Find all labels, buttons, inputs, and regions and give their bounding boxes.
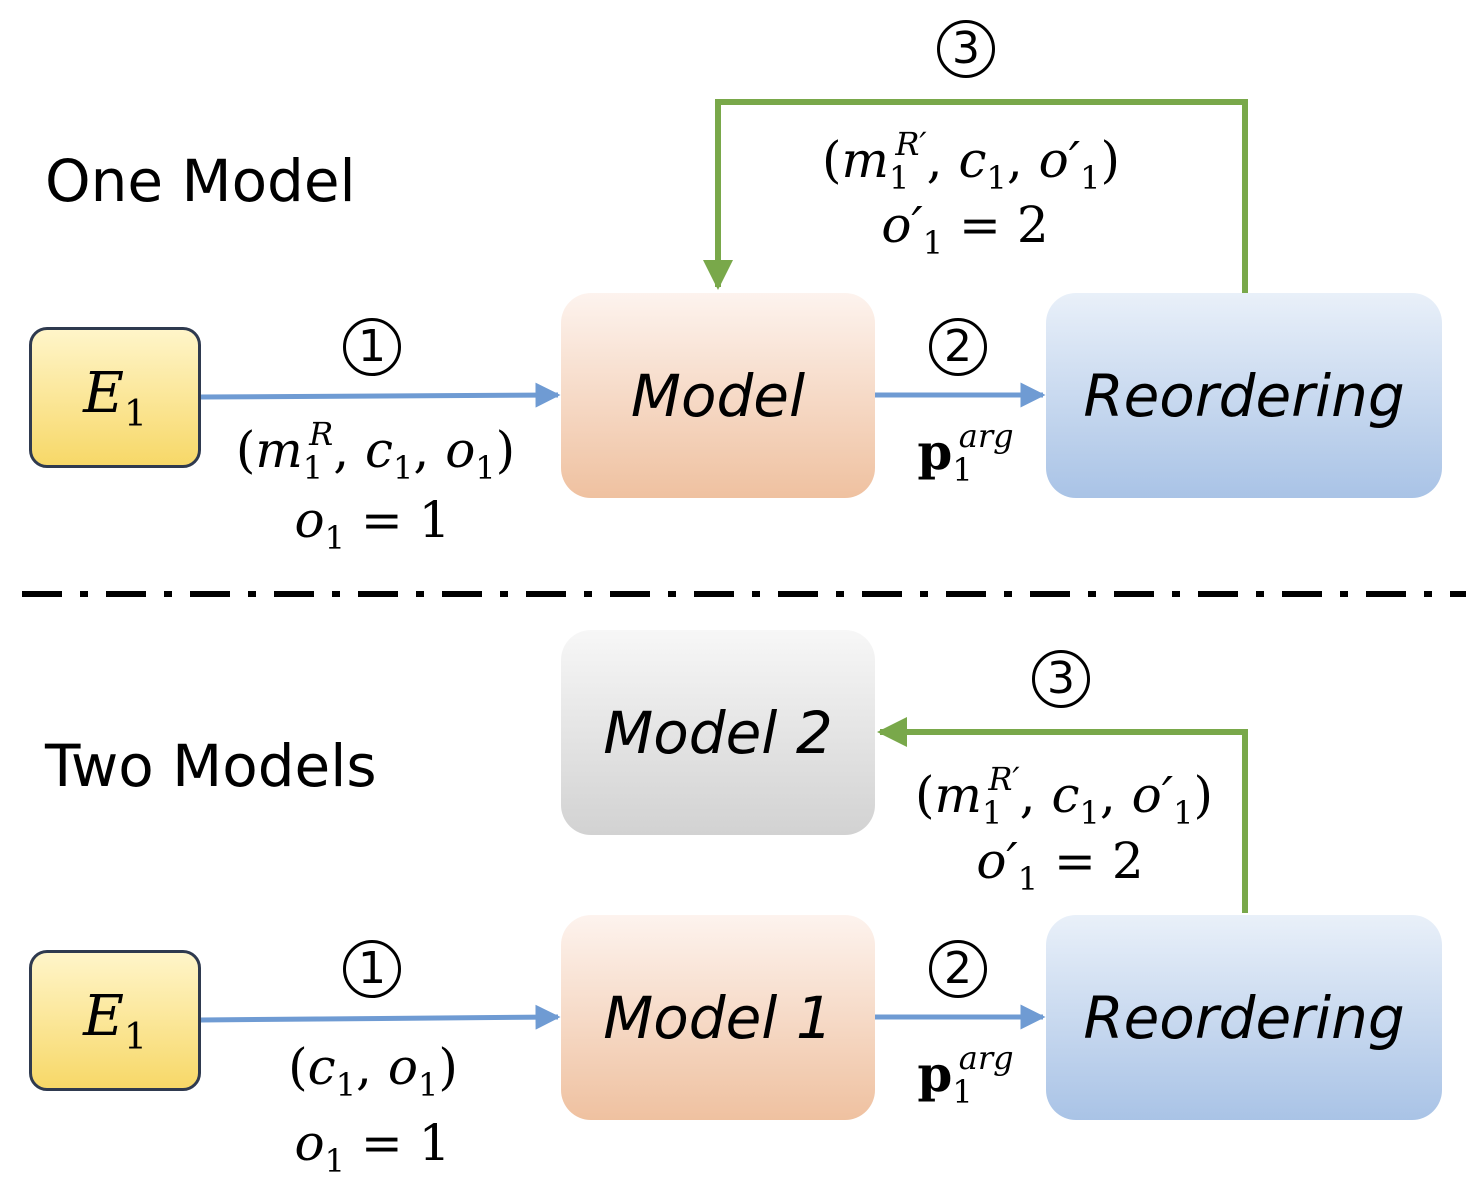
feedback-arrow-reordering-to-model2	[877, 717, 1248, 913]
entity-label-bottom: E1	[83, 983, 147, 1058]
step-1-badge-bottom: 1	[343, 940, 401, 998]
step-2-badge: 2	[929, 318, 987, 376]
arrow-e1-to-model1	[199, 1004, 561, 1030]
model2-label: Model 2	[603, 698, 833, 767]
step-3-badge-bottom: 3	[1032, 650, 1090, 708]
feedback-order-eq-bottom: o′1 = 2	[976, 832, 1144, 898]
entity-box-e1: E1	[29, 327, 201, 468]
section-title-one-model: One Model	[45, 147, 356, 215]
reordering-label: Reordering	[1083, 361, 1405, 430]
model2-box: Model 2	[561, 630, 875, 835]
reordering-label-bottom: Reordering	[1083, 983, 1405, 1052]
step-3-badge: 3	[937, 20, 995, 78]
model1-label: Model 1	[603, 983, 833, 1052]
input-tuple: (m1R, c1, o1)	[235, 415, 516, 487]
p-arg-label: p1arg	[917, 417, 1014, 489]
feedback-tuple: (m1R′, c1, o′1)	[822, 125, 1120, 197]
feedback-order-eq: o′1 = 2	[881, 196, 1049, 262]
feedback-arrow-reordering-to-model	[703, 99, 1248, 293]
section-title-two-models: Two Models	[45, 732, 377, 800]
feedback-tuple-bottom: (m1R′, c1, o′1)	[915, 760, 1213, 832]
arrow-e1-to-model	[199, 382, 561, 408]
model1-box: Model 1	[561, 915, 875, 1120]
model-box: Model	[561, 293, 875, 498]
reordering-box: Reordering	[1046, 293, 1442, 498]
p-arg-label-bottom: p1arg	[917, 1039, 1014, 1111]
input-tuple-bottom: (c1, o1)	[288, 1038, 458, 1104]
reordering-box-bottom: Reordering	[1046, 915, 1442, 1120]
input-order-eq-bottom: o1 = 1	[294, 1114, 451, 1180]
step-2-badge-bottom: 2	[929, 940, 987, 998]
model-label: Model	[630, 361, 806, 430]
entity-label: E1	[83, 360, 147, 435]
input-order-eq: o1 = 1	[294, 491, 451, 557]
entity-box-e1-bottom: E1	[29, 950, 201, 1091]
step-1-badge: 1	[343, 318, 401, 376]
